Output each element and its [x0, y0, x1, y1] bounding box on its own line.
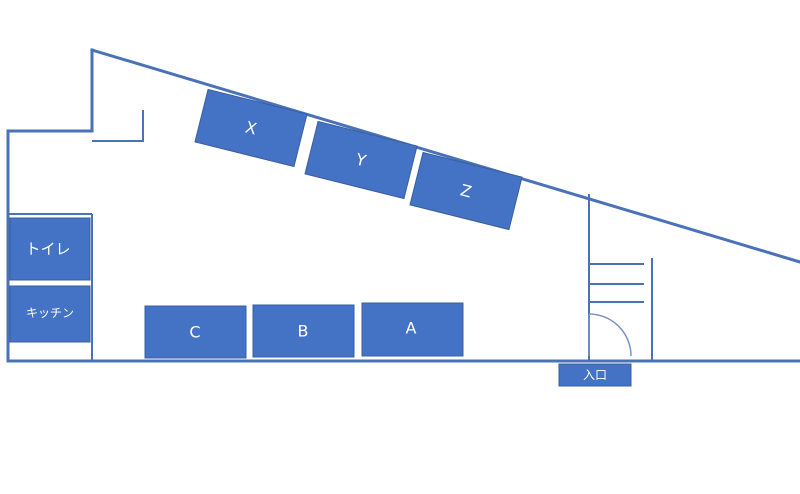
stairs-icon	[589, 263, 644, 303]
seat-z-label: Z	[458, 180, 473, 201]
diagonal-seats: X Y Z	[194, 88, 523, 231]
bottom-seats: C B A	[144, 302, 464, 359]
seat-b-label: B	[298, 322, 309, 341]
door-swing-icon	[588, 313, 632, 357]
diagonal-wall	[90, 48, 800, 264]
seat-c-label: C	[189, 323, 200, 342]
outer-walls	[6, 48, 800, 363]
seat-z: Z	[409, 151, 523, 231]
seat-c: C	[144, 305, 247, 359]
toilet-label: トイレ	[25, 240, 70, 258]
stair-partition	[588, 194, 653, 361]
kitchen-label: キッチン	[26, 306, 74, 320]
seat-a-label: A	[406, 319, 417, 338]
seat-x: X	[194, 88, 308, 168]
entrance-label: 入口	[583, 368, 607, 382]
seat-a: A	[361, 302, 464, 357]
seat-x-label: X	[243, 117, 258, 138]
toilet-room: トイレ	[9, 217, 91, 281]
kitchen-room: キッチン	[9, 285, 91, 343]
entrance: 入口	[558, 363, 632, 387]
seat-y-label: Y	[353, 149, 368, 170]
seat-b: B	[252, 304, 355, 358]
left-rooms: トイレ キッチン	[8, 213, 93, 361]
small-return-wall	[92, 110, 144, 142]
seat-y: Y	[304, 120, 418, 200]
